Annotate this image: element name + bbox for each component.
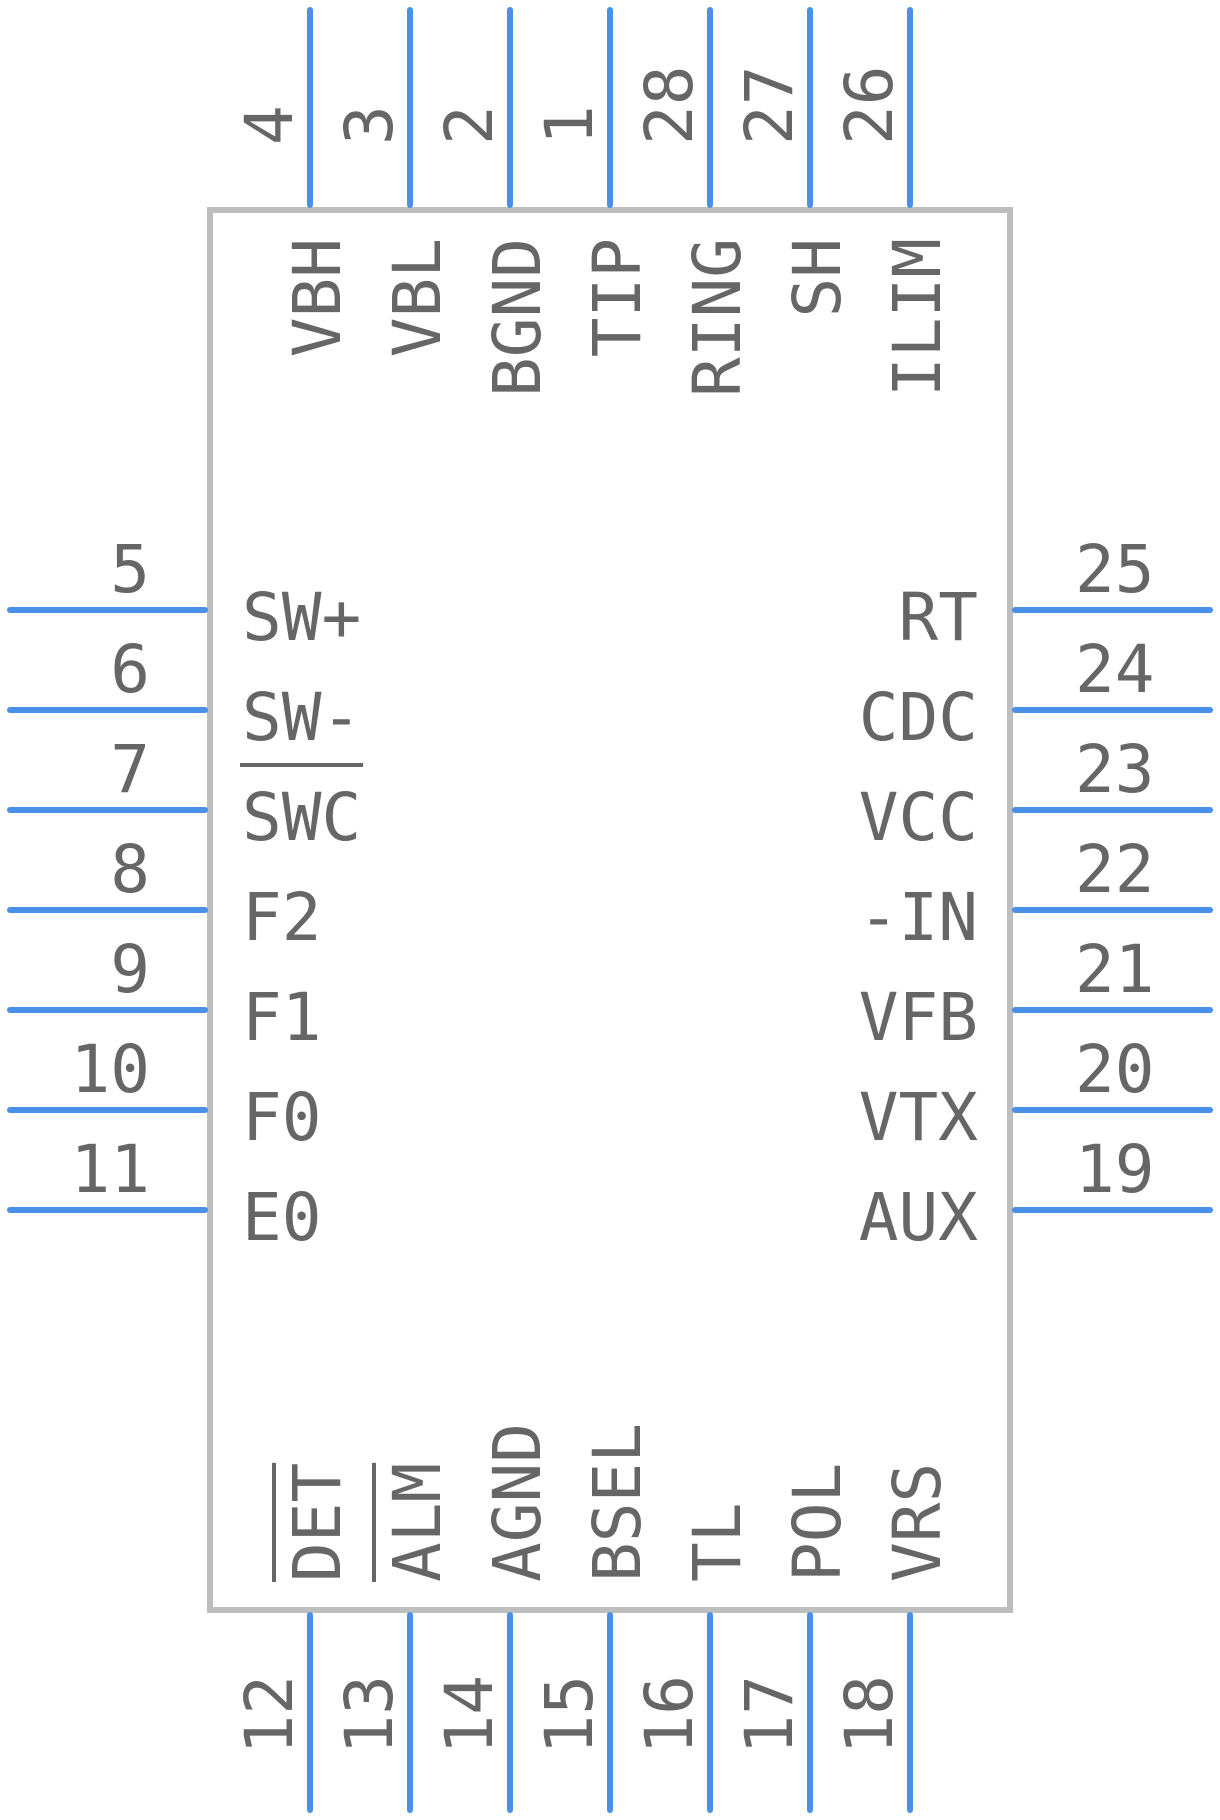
- pin-16: 16 TL: [631, 1503, 756, 1813]
- pin-8: 8F2: [7, 831, 321, 956]
- pin-number: 11: [71, 1131, 150, 1208]
- pin-label-sh: SH: [779, 238, 856, 317]
- bottom-pins: 12 DET 13 ALM 14 AGND 15 BSEL 16 TL 17 POL 18 VRS: [231, 1423, 956, 1813]
- pin-number: 24: [1075, 631, 1154, 708]
- pin-number: 17: [731, 1675, 808, 1754]
- pin-label-swplus: SW+: [242, 579, 361, 656]
- ic-body: [207, 207, 1013, 1613]
- pin-label-vbl: VBL: [379, 238, 456, 357]
- pin-label-swc: SWC: [242, 779, 361, 856]
- pin-label-agnd: AGND: [479, 1423, 556, 1582]
- pin-label-vcc: VCC: [859, 779, 978, 856]
- pin-label-aux: AUX: [859, 1179, 978, 1256]
- pin-6: 6SW-: [7, 631, 361, 756]
- pin-number: 23: [1075, 731, 1154, 808]
- pin-number: 18: [831, 1675, 908, 1754]
- pin-label-in: -IN: [859, 879, 978, 956]
- pin-number: 15: [531, 1675, 608, 1754]
- pin-label-cdc: CDC: [859, 679, 978, 756]
- pin-number: 3: [331, 105, 408, 145]
- pin-label-tip: TIP: [579, 238, 656, 357]
- pin-number: 5: [110, 531, 150, 608]
- pin-label-ring: RING: [679, 238, 756, 397]
- pin-label-sw: SW-: [242, 679, 361, 756]
- pin-label-vbh: VBH: [279, 238, 356, 357]
- pin-number: 28: [631, 66, 708, 145]
- pin-number: 7: [110, 731, 150, 808]
- pin-label-vtx: VTX: [859, 1079, 978, 1156]
- pin-label-f0: F0: [242, 1079, 321, 1156]
- pin-15: 15 BSEL: [531, 1423, 656, 1813]
- pin-label-alm: ALM: [379, 1463, 456, 1582]
- pin-22: 22 -IN: [859, 831, 1213, 956]
- pin-label-f2: F2: [242, 879, 321, 956]
- pin-label-f1: F1: [242, 979, 321, 1056]
- pin-label-rt: RT: [899, 579, 978, 656]
- pin-number: 1: [531, 105, 608, 145]
- pin-number: 19: [1075, 1131, 1154, 1208]
- pin-number: 16: [631, 1675, 708, 1754]
- pin-17: 17 POL: [731, 1463, 856, 1813]
- pin-number: 8: [110, 831, 150, 908]
- pin-13: 13 ALM: [331, 1463, 456, 1813]
- pin-number: 4: [231, 105, 308, 145]
- pin-number: 22: [1075, 831, 1154, 908]
- pin-18: 18 VRS: [831, 1463, 956, 1813]
- pin-label-vrs: VRS: [879, 1463, 956, 1582]
- pin-number: 26: [831, 66, 908, 145]
- pin-14: 14 AGND: [431, 1423, 556, 1813]
- pin-label-tl: TL: [679, 1503, 756, 1582]
- pin-number: 9: [110, 931, 150, 1008]
- pin-label-bsel: BSEL: [579, 1423, 656, 1582]
- pin-number: 6: [110, 631, 150, 708]
- pin-12: 12 DET: [231, 1463, 356, 1813]
- pin-label-e0: E0: [242, 1179, 321, 1256]
- pin-label-vfb: VFB: [859, 979, 978, 1056]
- pin-number: 10: [71, 1031, 150, 1108]
- pin-number: 14: [431, 1675, 508, 1754]
- pin-label-ilim: ILIM: [879, 238, 956, 397]
- pin-number: 21: [1075, 931, 1154, 1008]
- pin-number: 2: [431, 105, 508, 145]
- pin-number: 25: [1075, 531, 1154, 608]
- pin-9: 9F1: [7, 931, 321, 1056]
- pin-number: 12: [231, 1675, 308, 1754]
- pin-label-pol: POL: [779, 1463, 856, 1582]
- pin-number: 20: [1075, 1031, 1154, 1108]
- pin-number: 13: [331, 1675, 408, 1754]
- pin-5: 5SW+: [7, 531, 361, 656]
- pin-label-bgnd: BGND: [479, 238, 556, 397]
- pin-label-det: DET: [279, 1463, 356, 1582]
- pin-number: 27: [731, 66, 808, 145]
